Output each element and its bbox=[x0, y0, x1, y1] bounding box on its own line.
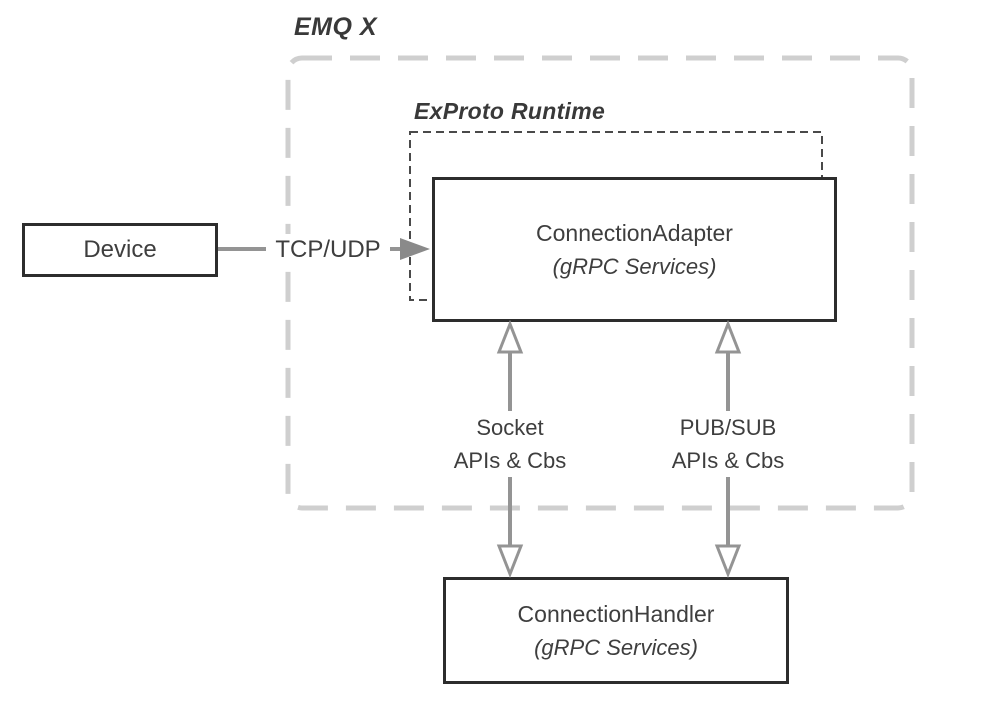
device-node: Device bbox=[22, 223, 218, 277]
exproto-runtime-title: ExProto Runtime bbox=[414, 98, 606, 124]
connection-handler-title: ConnectionHandler bbox=[517, 600, 715, 627]
connection-adapter-node: ConnectionAdapter (gRPC Services) bbox=[432, 177, 837, 322]
socket-arrowhead-up-icon bbox=[496, 319, 524, 354]
pubsub-edge-label: PUB/SUB APIs & Cbs bbox=[660, 411, 796, 477]
device-label: Device bbox=[83, 236, 157, 263]
socket-edge-label-line1: Socket bbox=[476, 415, 544, 440]
connection-handler-node: ConnectionHandler (gRPC Services) bbox=[443, 577, 789, 684]
pubsub-arrowhead-up-icon bbox=[714, 319, 742, 354]
pubsub-arrowhead-down-icon bbox=[714, 544, 742, 579]
socket-edge-label-line2: APIs & Cbs bbox=[453, 448, 567, 473]
emqx-group-title: EMQ X bbox=[294, 13, 378, 41]
connection-adapter-subtitle: (gRPC Services) bbox=[552, 253, 717, 279]
pubsub-edge-label-line2: APIs & Cbs bbox=[671, 448, 785, 473]
connection-handler-subtitle: (gRPC Services) bbox=[534, 634, 698, 660]
tcp-udp-edge-label: TCP/UDP bbox=[266, 234, 390, 265]
connection-adapter-title: ConnectionAdapter bbox=[536, 219, 733, 246]
socket-arrowhead-down-icon bbox=[496, 544, 524, 579]
device-to-adapter-arrowhead-icon bbox=[400, 238, 430, 260]
pubsub-edge-label-line1: PUB/SUB bbox=[679, 415, 777, 440]
socket-edge-label: Socket APIs & Cbs bbox=[442, 411, 578, 477]
